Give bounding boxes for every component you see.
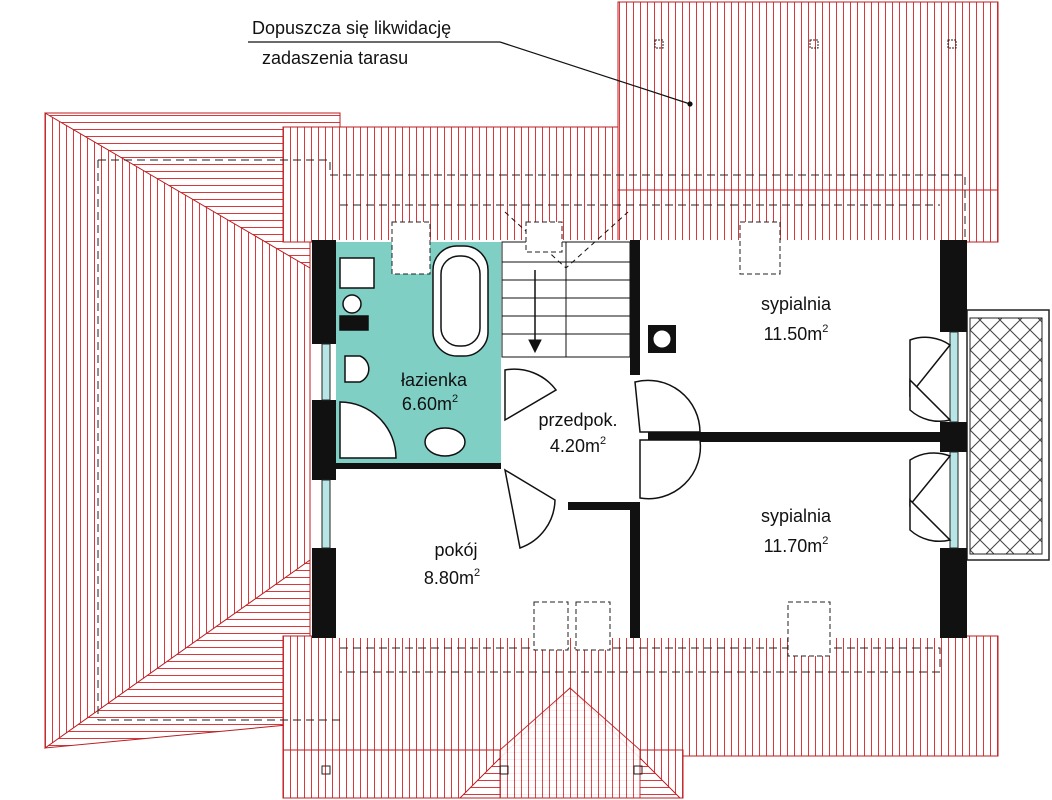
staircase-icon (501, 211, 631, 358)
door-swing-icon (909, 378, 952, 423)
annotation-leader (248, 41, 693, 107)
walls (312, 240, 967, 638)
room-area-pokoj: 8.80m2 (424, 567, 480, 588)
skylights (391, 221, 831, 657)
washing-machine-icon (342, 294, 362, 314)
skylight-icon (739, 221, 781, 275)
room-name-sypialnia-2: sypialnia (761, 506, 832, 526)
room-area-sypialnia-1: 11.50m2 (764, 323, 829, 344)
door-swing-icon (639, 439, 702, 500)
annotation-line-1: Dopuszcza się likwidację (252, 18, 451, 38)
sink-icon (424, 427, 466, 457)
roof (44, 1, 999, 799)
windows (321, 331, 959, 549)
terrace-roof (617, 1, 999, 193)
bathroom-fixtures (339, 245, 489, 459)
skylight-icon (787, 601, 831, 657)
roof-left-ridge-face (44, 112, 311, 749)
room-name-pokoj: pokój (434, 540, 477, 560)
room-area-lazienka: 6.60m2 (402, 393, 458, 414)
room-area-sypialnia-2: 11.70m2 (764, 535, 829, 556)
door-swing-icon (634, 379, 701, 433)
balcony (966, 309, 1050, 561)
door-swings (503, 336, 952, 549)
bathtub-icon (432, 245, 489, 357)
door-swing-icon (504, 368, 558, 422)
skylight-icon (525, 221, 563, 253)
door-swing-icon (909, 498, 952, 543)
shower-icon (339, 401, 397, 459)
door-swing-icon (909, 452, 952, 508)
skylight-icon (533, 601, 569, 651)
roof-vent-icon (321, 765, 331, 775)
annotation-line-2: zadaszenia tarasu (262, 48, 408, 68)
roof-bottom-band (282, 635, 999, 757)
roof-vent-icon (654, 39, 664, 49)
roof-top-right-band (617, 189, 999, 243)
chimney-icon (648, 325, 676, 353)
room-name-przedpokoj: przedpok. (538, 410, 617, 430)
room-name-sypialnia-1: sypialnia (761, 294, 832, 314)
toilet-icon (344, 355, 370, 383)
room-name-lazienka: łazienka (401, 370, 468, 390)
roof-top-band (282, 126, 624, 243)
roof-dormer-ridge (499, 687, 641, 799)
roof-vent-icon (947, 39, 957, 49)
roof-vent-icon (809, 39, 819, 49)
skylight-icon (391, 221, 431, 275)
skylight-icon (575, 601, 611, 651)
door-swing-icon (909, 336, 952, 398)
door-swing-icon (503, 468, 556, 549)
roof-vent-icon (633, 765, 643, 775)
room-area-przedpokoj: 4.20m2 (550, 435, 606, 456)
stove-icon (339, 257, 375, 289)
roof-vent-icon (499, 765, 509, 775)
